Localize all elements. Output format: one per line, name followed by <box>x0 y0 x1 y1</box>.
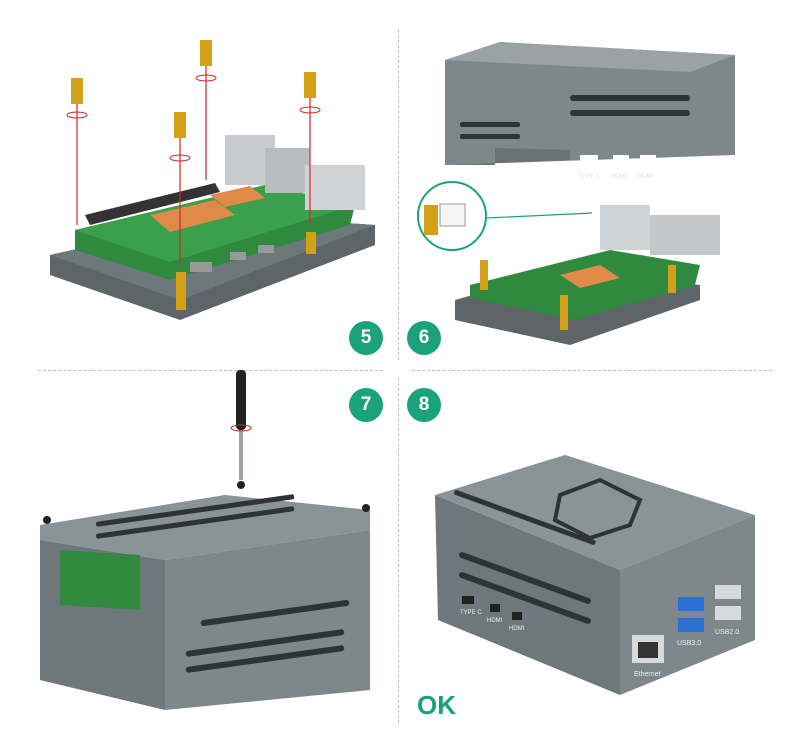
svg-text:USB2.0: USB2.0 <box>715 629 739 636</box>
svg-text:Ethernet: Ethernet <box>634 671 661 678</box>
screwdriver-handle <box>236 370 246 430</box>
standoff <box>176 272 186 310</box>
svg-text:USB3.0: USB3.0 <box>677 640 701 647</box>
horizontal-divider-left <box>38 370 383 371</box>
usb3-port-bottom <box>678 618 704 632</box>
case-top-final <box>435 455 755 570</box>
step-badge-7: 7 <box>349 388 383 422</box>
screw-4 <box>299 72 321 225</box>
screw-2 <box>195 40 217 180</box>
svg-text:TYPE C: TYPE C <box>578 174 600 180</box>
screwdriver-shaft <box>239 430 243 480</box>
screw-1 <box>66 78 88 225</box>
svg-text:HDMI: HDMI <box>487 618 503 624</box>
horizontal-divider-right <box>412 370 772 371</box>
step-badge-6: 6 <box>407 321 441 355</box>
usb2-port-bottom <box>715 606 741 620</box>
vertical-divider-bottom <box>398 378 399 723</box>
ethernet-port-block <box>305 165 365 210</box>
ok-label: OK <box>417 690 456 720</box>
case-front-final <box>435 495 620 695</box>
step-badge-8: 8 <box>407 388 441 422</box>
usb3-port-top <box>678 597 704 611</box>
svg-text:HDMI: HDMI <box>611 174 627 180</box>
heatsink-small <box>210 186 265 207</box>
svg-text:HDMI: HDMI <box>509 626 525 632</box>
svg-text:TYPE C: TYPE C <box>460 610 482 616</box>
usb2-port-top <box>715 585 741 599</box>
heatsink-large <box>150 200 235 232</box>
fan-grille <box>552 477 643 541</box>
step-badge-5: 5 <box>349 321 383 355</box>
connector-callout-line <box>485 212 593 219</box>
screw-3 <box>169 112 191 265</box>
vertical-divider-top <box>398 30 399 360</box>
svg-text:HDMI: HDMI <box>638 174 654 180</box>
